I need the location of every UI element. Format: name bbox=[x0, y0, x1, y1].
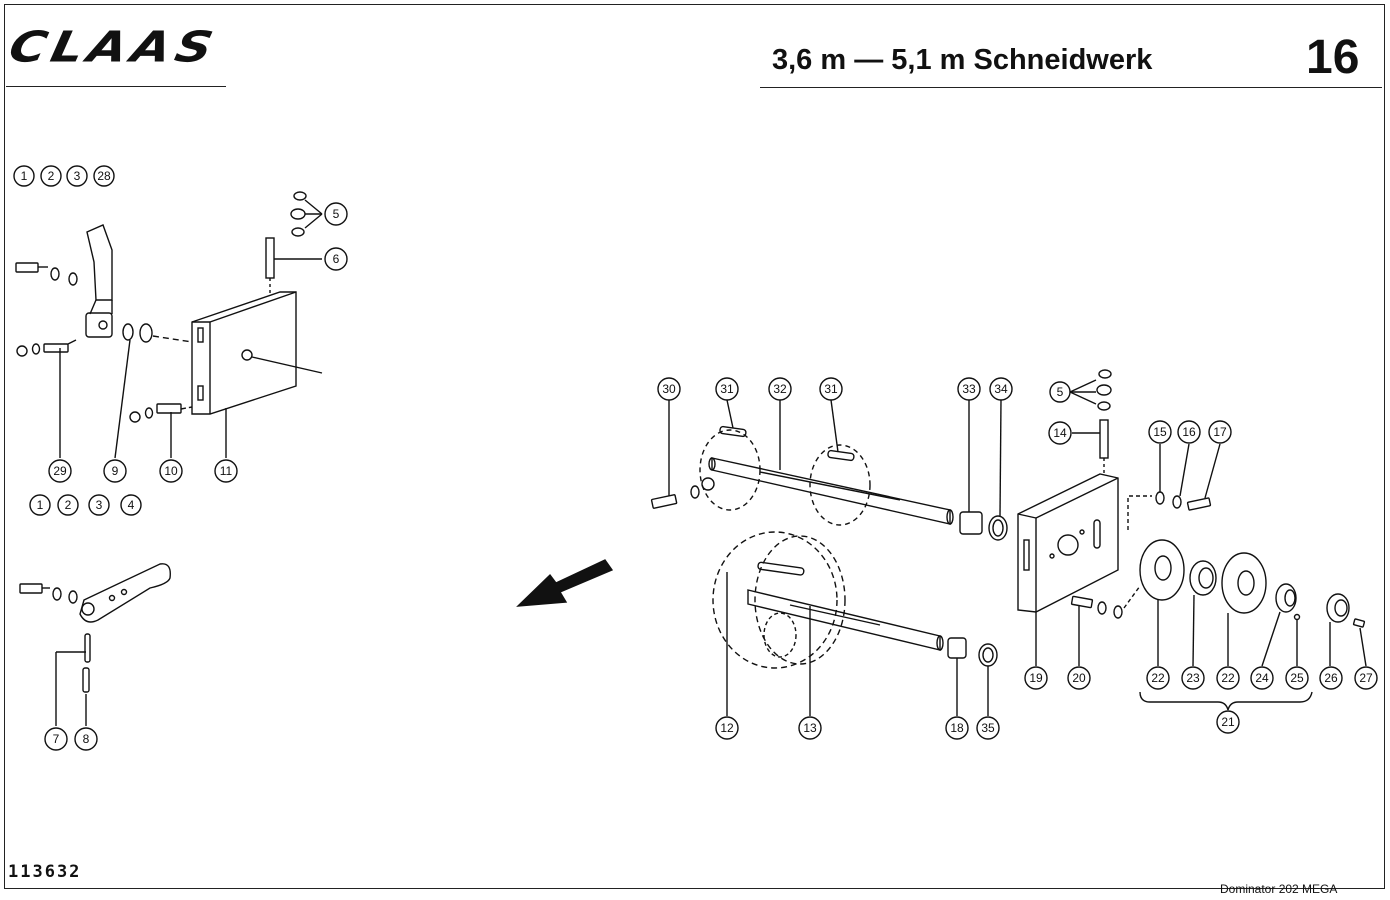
callout-4: 4 bbox=[120, 494, 142, 516]
callouts-left-upper: 1 2 3 28 5 6 29 9 10 11 bbox=[13, 165, 348, 483]
right-assembly bbox=[650, 369, 1367, 716]
callout-17: 17 bbox=[1208, 420, 1232, 444]
left-lower-assembly bbox=[19, 563, 171, 726]
callout-27: 27 bbox=[1354, 666, 1378, 690]
header-rule bbox=[760, 87, 1382, 88]
svg-text:17: 17 bbox=[1213, 425, 1227, 439]
callout-31: 31 bbox=[715, 377, 739, 401]
svg-text:12: 12 bbox=[720, 721, 734, 735]
svg-text:5: 5 bbox=[1057, 385, 1064, 399]
callouts-left-lower: 1 2 3 4 7 8 bbox=[29, 494, 142, 751]
callout-32: 32 bbox=[768, 377, 792, 401]
callout-5: 5 bbox=[1049, 381, 1071, 403]
svg-text:31: 31 bbox=[824, 382, 838, 396]
callout-35: 35 bbox=[976, 716, 1000, 740]
callout-2: 2 bbox=[57, 494, 79, 516]
callout-5: 5 bbox=[324, 202, 348, 226]
svg-text:8: 8 bbox=[83, 732, 90, 746]
direction-arrow bbox=[516, 559, 614, 607]
svg-text:3: 3 bbox=[74, 169, 81, 183]
svg-text:21: 21 bbox=[1221, 715, 1235, 729]
svg-text:26: 26 bbox=[1324, 671, 1338, 685]
svg-text:4: 4 bbox=[128, 498, 135, 512]
svg-text:23: 23 bbox=[1186, 671, 1200, 685]
callouts-right: 30 31 32 31 33 34 5 14 15 16 17 19 20 22… bbox=[657, 377, 1378, 740]
callout-11: 11 bbox=[214, 459, 238, 483]
drawing-frame bbox=[4, 4, 1385, 889]
callout-9: 9 bbox=[103, 459, 127, 483]
callout-12: 12 bbox=[715, 716, 739, 740]
callout-3: 3 bbox=[88, 494, 110, 516]
callout-1: 1 bbox=[13, 165, 35, 187]
svg-text:33: 33 bbox=[962, 382, 976, 396]
svg-text:27: 27 bbox=[1359, 671, 1373, 685]
svg-text:13: 13 bbox=[803, 721, 817, 735]
svg-text:18: 18 bbox=[950, 721, 964, 735]
callout-29: 29 bbox=[48, 459, 72, 483]
callout-10: 10 bbox=[159, 459, 183, 483]
callout-1: 1 bbox=[29, 494, 51, 516]
left-upper-assembly bbox=[15, 191, 323, 459]
svg-text:5: 5 bbox=[333, 207, 340, 221]
model-name: Dominator 202 MEGA bbox=[1220, 882, 1338, 896]
callout-25: 25 bbox=[1285, 666, 1309, 690]
svg-text:20: 20 bbox=[1072, 671, 1086, 685]
callout-23: 23 bbox=[1181, 666, 1205, 690]
callout-22b: 22 bbox=[1216, 666, 1240, 690]
svg-text:1: 1 bbox=[37, 498, 44, 512]
svg-text:32: 32 bbox=[773, 382, 787, 396]
callout-7: 7 bbox=[44, 727, 68, 751]
callout-15: 15 bbox=[1148, 420, 1172, 444]
svg-text:22: 22 bbox=[1151, 671, 1165, 685]
callout-2: 2 bbox=[40, 165, 62, 187]
svg-text:11: 11 bbox=[220, 464, 233, 478]
callout-3: 3 bbox=[66, 165, 88, 187]
callout-20: 20 bbox=[1067, 666, 1091, 690]
svg-text:9: 9 bbox=[112, 464, 119, 478]
svg-text:10: 10 bbox=[164, 464, 178, 478]
callout-31b: 31 bbox=[819, 377, 843, 401]
callout-19: 19 bbox=[1024, 666, 1048, 690]
callout-34: 34 bbox=[989, 377, 1013, 401]
callout-13: 13 bbox=[798, 716, 822, 740]
callout-28: 28 bbox=[93, 165, 115, 187]
svg-text:2: 2 bbox=[48, 169, 55, 183]
svg-text:14: 14 bbox=[1053, 426, 1067, 440]
callout-14: 14 bbox=[1048, 421, 1072, 445]
svg-text:30: 30 bbox=[662, 382, 676, 396]
svg-text:31: 31 bbox=[720, 382, 734, 396]
svg-text:34: 34 bbox=[994, 382, 1008, 396]
callout-6: 6 bbox=[324, 247, 348, 271]
callout-24: 24 bbox=[1250, 666, 1274, 690]
svg-text:24: 24 bbox=[1255, 671, 1269, 685]
svg-text:35: 35 bbox=[981, 721, 995, 735]
svg-text:1: 1 bbox=[21, 169, 28, 183]
svg-text:2: 2 bbox=[65, 498, 72, 512]
svg-text:28: 28 bbox=[97, 169, 111, 183]
callout-33: 33 bbox=[957, 377, 981, 401]
page-title: 3,6 m — 5,1 m Schneidwerk bbox=[772, 44, 1153, 76]
drawing-code: 113632 bbox=[8, 862, 82, 882]
svg-text:29: 29 bbox=[53, 464, 67, 478]
page-number: 16 bbox=[1306, 31, 1360, 84]
svg-text:16: 16 bbox=[1182, 425, 1196, 439]
callout-22: 22 bbox=[1146, 666, 1170, 690]
svg-text:6: 6 bbox=[333, 252, 340, 266]
logo-underline bbox=[6, 86, 226, 87]
svg-text:22: 22 bbox=[1221, 671, 1235, 685]
callout-16: 16 bbox=[1177, 420, 1201, 444]
svg-text:25: 25 bbox=[1290, 671, 1304, 685]
callout-18: 18 bbox=[945, 716, 969, 740]
callout-26: 26 bbox=[1319, 666, 1343, 690]
svg-text:15: 15 bbox=[1153, 425, 1167, 439]
svg-text:19: 19 bbox=[1029, 671, 1043, 685]
callout-30: 30 bbox=[657, 377, 681, 401]
svg-text:3: 3 bbox=[96, 498, 103, 512]
callout-8: 8 bbox=[74, 727, 98, 751]
callout-21: 21 bbox=[1216, 710, 1240, 734]
svg-text:7: 7 bbox=[53, 732, 60, 746]
